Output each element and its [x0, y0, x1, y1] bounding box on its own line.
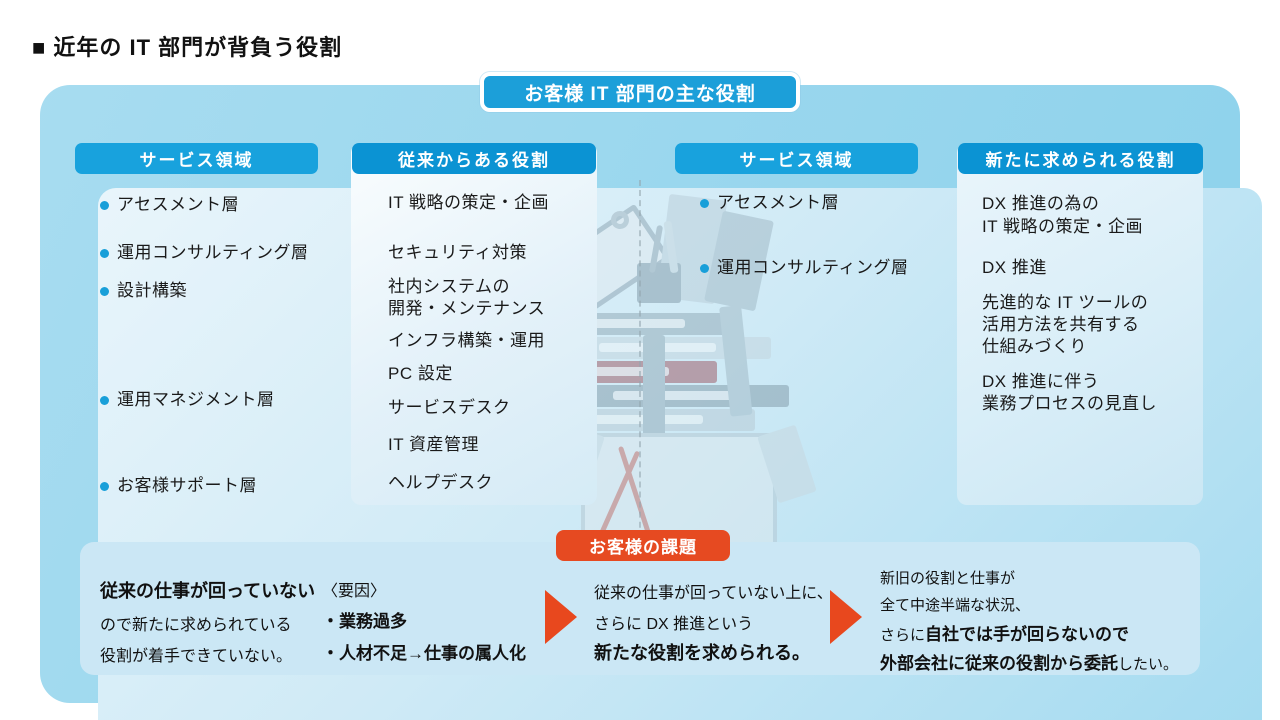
customer-issues-badge-label: お客様の課題: [589, 538, 697, 557]
issue-line-segment: さらに: [880, 627, 926, 644]
header-label: 新たに求められる役割: [985, 151, 1176, 170]
service-layer-item: アセスメント層: [100, 194, 239, 216]
traditional-role-item: サービスデスク: [388, 398, 511, 417]
issue-line: 全て中途半端な状況、: [880, 597, 1031, 614]
traditional-role-item: ヘルプデスク: [388, 473, 493, 492]
issue-line: 従来の仕事が回っていない上に、: [594, 585, 833, 602]
factors-title: 〈要因〉: [322, 583, 387, 600]
issue-line-segment: 自社では手が回らないので: [925, 625, 1130, 644]
factor-item: ・人材不足→仕事の属人化: [322, 644, 526, 663]
new-role-item: DX 推進: [982, 258, 1047, 277]
service-layer-item: 運用マネジメント層: [100, 389, 275, 411]
flow-arrow-icon: [830, 590, 862, 644]
issue-line: 役割が着手できていない。: [100, 648, 293, 665]
issue-line: 外部会社に従来の役割から委託したい。: [880, 649, 1178, 674]
service-area-header-left: サービス領域: [75, 143, 318, 174]
traditional-role-item: IT 資産管理: [388, 435, 480, 454]
divider-dashed-line: [639, 180, 641, 588]
traditional-role-item: インフラ構築・運用: [388, 331, 545, 350]
service-layer-item: お客様サポート層: [100, 475, 257, 497]
traditional-role-item: セキュリティ対策: [388, 243, 527, 262]
issue-line: ので新たに求められている: [100, 617, 292, 634]
header-label: サービス領域: [739, 151, 854, 170]
traditional-roles-header: 従来からある役割: [352, 143, 596, 174]
issue-line: さらに DX 推進という: [594, 616, 754, 633]
service-area-header-right: サービス領域: [675, 143, 918, 174]
service-layer-item: 運用コンサルティング層: [700, 257, 908, 279]
new-role-item: 先進的な IT ツールの 活用方法を共有する 仕組みづくり: [982, 293, 1149, 356]
issue-block-factors: 〈要因〉 ・業務過多 ・人材不足→仕事の属人化: [322, 577, 526, 664]
header-label: 従来からある役割: [398, 151, 550, 170]
issue-line-segment: したい。: [1118, 656, 1179, 673]
factor-item: ・業務過多: [322, 612, 407, 631]
new-role-item: DX 推進に伴う 業務プロセスの見直し: [982, 372, 1157, 413]
issue-block-1: 従来の仕事が回っていない ので新たに求められている 役割が着手できていない。: [100, 577, 315, 666]
issue-line-segment: 外部会社に従来の役割から委託: [880, 654, 1118, 673]
flow-arrow-icon: [545, 590, 577, 644]
issue-line: 従来の仕事が回っていない: [100, 581, 316, 601]
header-label: サービス領域: [139, 151, 254, 170]
new-roles-panel: [957, 143, 1203, 505]
main-role-badge: お客様 IT 部門の主な役割: [480, 72, 800, 112]
traditional-role-item: IT 戦略の策定・企画: [388, 193, 550, 212]
traditional-role-item: PC 設定: [388, 364, 453, 383]
issue-block-2: 従来の仕事が回っていない上に、 さらに DX 推進という 新たな役割を求められる…: [594, 579, 833, 665]
customer-issues-badge: お客様の課題: [556, 530, 730, 561]
service-layer-item: 運用コンサルティング層: [100, 242, 308, 264]
issue-line: 新旧の役割と仕事が: [880, 570, 1016, 587]
new-roles-header: 新たに求められる役割: [958, 143, 1203, 174]
page-title: ■ 近年の IT 部門が背負う役割: [32, 35, 343, 60]
main-role-badge-label: お客様 IT 部門の主な役割: [524, 83, 756, 105]
traditional-role-item: 社内システムの 開発・メンテナンス: [388, 277, 546, 318]
service-layer-item: 設計構築: [100, 280, 187, 302]
issue-line: さらに自社では手が回らないので: [880, 620, 1178, 645]
issue-block-3: 新旧の役割と仕事が 全て中途半端な状況、 さらに自社では手が回らないので 外部会…: [880, 567, 1178, 674]
new-role-item: DX 推進の為の IT 戦略の策定・企画: [982, 194, 1144, 236]
issue-line: 新たな役割を求められる。: [594, 643, 810, 663]
service-layer-item: アセスメント層: [700, 192, 839, 214]
